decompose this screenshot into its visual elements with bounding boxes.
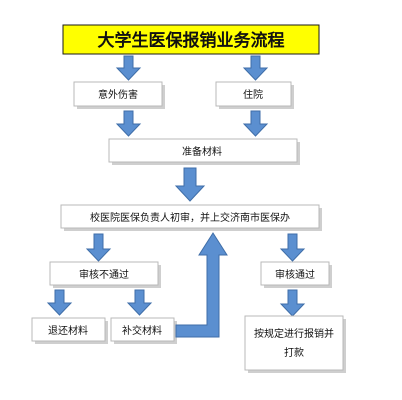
review-label: 校医院医保负责人初审，并上交济南市医保办: [90, 211, 290, 224]
arrow-prepare-to-review: [174, 167, 206, 202]
arrow-title-to-hospital: [242, 55, 269, 81]
pass-label: 审核通过: [275, 268, 315, 281]
arrow-pass-to-reimburse: [279, 289, 306, 317]
fail-label: 审核不通过: [79, 268, 129, 281]
hospital-label: 住院: [243, 88, 263, 101]
flowchart-title: 大学生医保报销业务流程: [98, 30, 285, 51]
review-box: [60, 204, 320, 229]
prepare-label: 准备材料: [182, 145, 222, 158]
supplement-box: [110, 317, 175, 342]
fail-box: [49, 261, 159, 286]
arrow-fail-to-supplement: [126, 289, 153, 316]
accident-label: 意外伤害: [98, 88, 138, 101]
reimburse-label-line1: 按规定进行报销并: [254, 327, 334, 340]
reimburse-box: [244, 315, 344, 371]
reimburse-label-line2: 打款: [284, 346, 304, 359]
hospital-box: [215, 81, 292, 107]
return-box: [31, 317, 106, 342]
pass-box: [260, 261, 330, 286]
accident-box: [73, 81, 163, 107]
arrow-supplement-to-review: [175, 232, 228, 338]
supplement-label: 补交材料: [122, 324, 162, 337]
return-label: 退还材料: [48, 324, 88, 337]
arrow-accident-to-prepare: [115, 110, 142, 137]
arrow-review-to-pass: [279, 233, 306, 262]
arrow-review-to-fail: [85, 233, 112, 262]
prepare-box: [108, 138, 298, 163]
arrow-hospital-to-prepare: [242, 110, 269, 137]
title-box: [62, 24, 320, 55]
arrow-title-to-accident: [115, 55, 142, 81]
arrow-fail-to-return: [46, 289, 73, 316]
